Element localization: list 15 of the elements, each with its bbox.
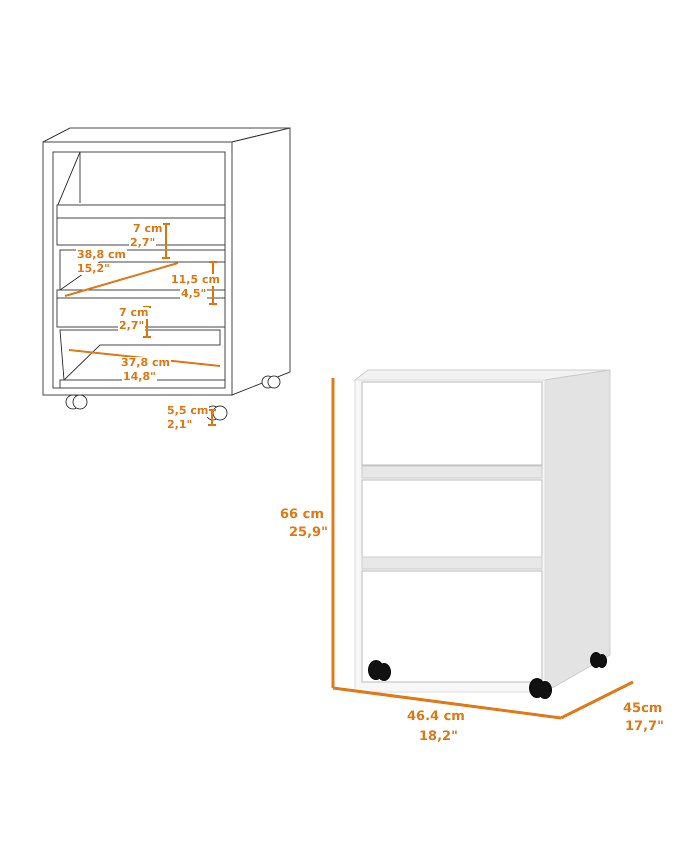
dimension-label: 17,7" xyxy=(624,720,665,734)
dimension-label: 2,1" xyxy=(166,419,194,432)
dimension-label: 15,2" xyxy=(76,263,111,276)
dimension-label: 11,5 cm xyxy=(170,274,221,286)
dimension-label: 2,7" xyxy=(118,320,146,332)
dimension-label: 14,8" xyxy=(122,371,157,384)
dimension-label: 25,9" xyxy=(288,526,329,540)
dimension-label: 7 cm xyxy=(118,307,150,320)
dimension-label: 37,8 cm xyxy=(120,357,171,370)
dimension-label: 7 cm xyxy=(132,223,164,236)
dimension-label: 4,5" xyxy=(180,288,208,300)
dimension-label: 38,8 cm xyxy=(76,249,127,262)
dimension-label: 18,2" xyxy=(418,730,459,744)
dimension-label: 2,7" xyxy=(129,237,156,250)
dimension-label: 5,5 cm xyxy=(166,405,210,418)
